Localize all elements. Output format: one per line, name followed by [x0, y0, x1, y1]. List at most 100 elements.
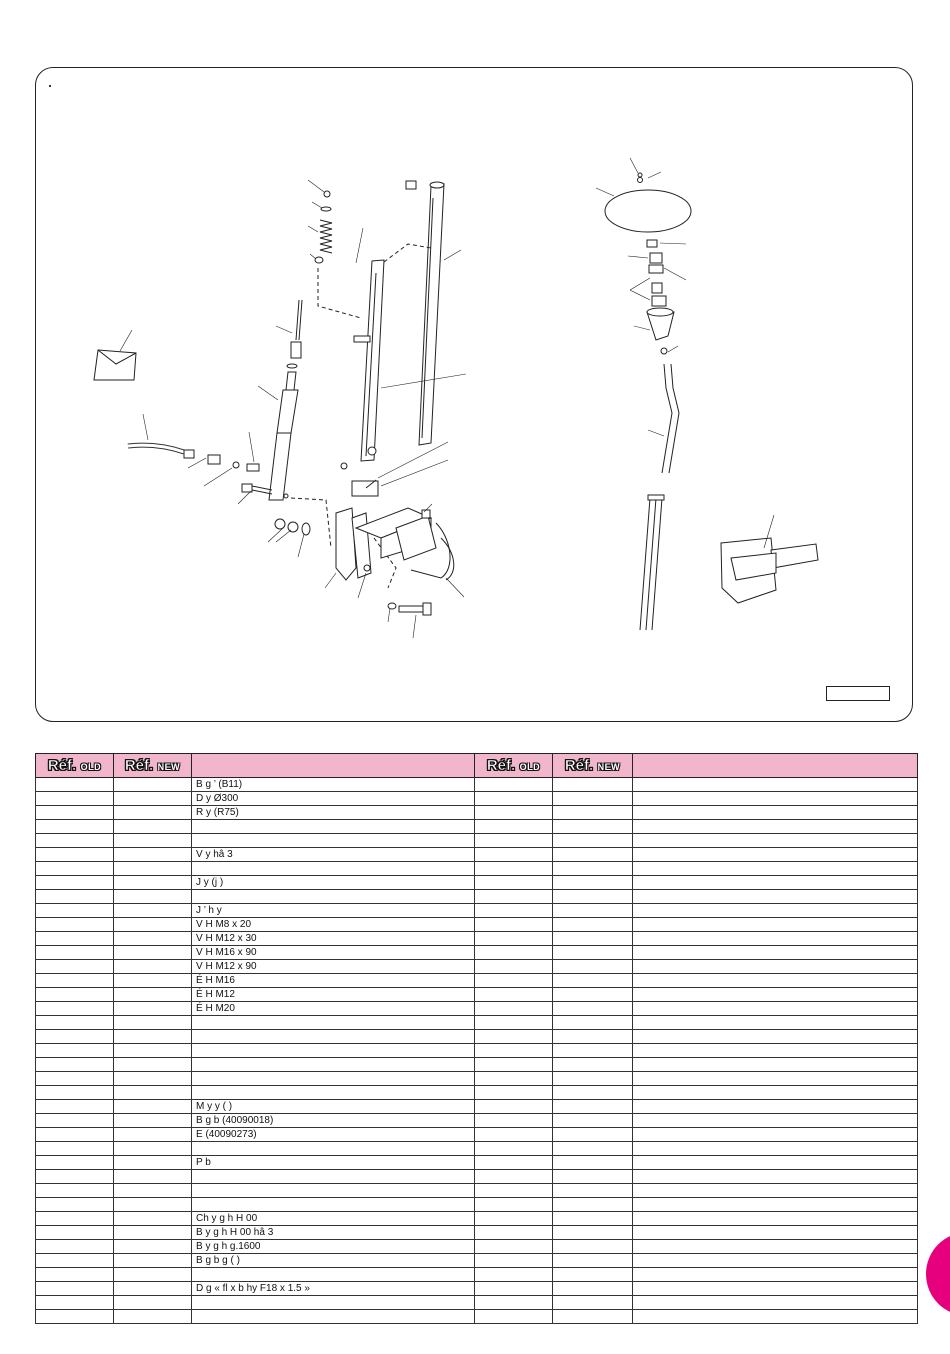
- table-row: M y y ( ): [35, 1099, 918, 1114]
- table-row: B g b (40090018): [35, 1113, 918, 1128]
- table-cell: [552, 1029, 633, 1044]
- table-row: P b: [35, 1155, 918, 1170]
- table-cell: [35, 1267, 114, 1282]
- table-row: R y (R75): [35, 805, 918, 820]
- table-cell: [35, 1029, 114, 1044]
- table-cell: [552, 1127, 633, 1142]
- table-row: [35, 1295, 918, 1310]
- table-cell: [552, 875, 633, 890]
- part-description: [191, 1309, 475, 1324]
- part-description: D g « fl x b hy F18 x 1.5 »: [191, 1281, 475, 1296]
- table-cell: [474, 973, 553, 988]
- table-cell: [552, 805, 633, 820]
- table-cell: [632, 1029, 918, 1044]
- part-description: B g b (40090018): [191, 1113, 475, 1128]
- table-cell: [474, 1267, 553, 1282]
- table-cell: [113, 1113, 192, 1128]
- table-cell: [474, 1001, 553, 1016]
- table-cell: [35, 1071, 114, 1086]
- table-cell: [113, 1071, 192, 1086]
- table-cell: [113, 973, 192, 988]
- table-cell: [552, 1267, 633, 1282]
- table-cell: [552, 1253, 633, 1268]
- table-row: É H M20: [35, 1001, 918, 1016]
- table-cell: [474, 805, 553, 820]
- table-cell: [113, 1043, 192, 1058]
- table-cell: [474, 791, 553, 806]
- table-cell: [632, 889, 918, 904]
- table-row: D g « fl x b hy F18 x 1.5 »: [35, 1281, 918, 1296]
- table-cell: [474, 777, 553, 792]
- table-cell: [35, 805, 114, 820]
- table-cell: [632, 777, 918, 792]
- table-cell: [35, 777, 114, 792]
- table-cell: [474, 931, 553, 946]
- part-description: B g ’ (B11): [191, 777, 475, 792]
- part-description: B y g h g.1600: [191, 1239, 475, 1254]
- table-cell: [552, 945, 633, 960]
- table-row: J y (j ): [35, 875, 918, 890]
- part-description: V H M16 x 90: [191, 945, 475, 960]
- part-description: J y (j ): [191, 875, 475, 890]
- table-cell: [552, 1057, 633, 1072]
- table-cell: [474, 1169, 553, 1184]
- table-cell: [632, 1309, 918, 1324]
- table-cell: [113, 987, 192, 1002]
- table-cell: [552, 833, 633, 848]
- table-cell: [552, 917, 633, 932]
- part-description: É H M20: [191, 1001, 475, 1016]
- table-cell: [632, 1141, 918, 1156]
- table-row: B y g h H 00 hâ 3: [35, 1225, 918, 1240]
- table-cell: [474, 819, 553, 834]
- col-description-right: [632, 753, 918, 778]
- table-cell: [632, 1113, 918, 1128]
- table-cell: [35, 1211, 114, 1226]
- part-description: [191, 1197, 475, 1212]
- table-cell: [552, 1309, 633, 1324]
- table-cell: [113, 917, 192, 932]
- part-description: V y hâ 3: [191, 847, 475, 862]
- table-cell: [35, 1183, 114, 1198]
- part-description: M y y ( ): [191, 1099, 475, 1114]
- table-row: [35, 1141, 918, 1156]
- table-cell: [113, 805, 192, 820]
- table-cell: [35, 847, 114, 862]
- table-cell: [113, 889, 192, 904]
- part-description: [191, 1015, 475, 1030]
- part-description: [191, 861, 475, 876]
- table-cell: [35, 1127, 114, 1142]
- table-cell: [35, 917, 114, 932]
- table-cell: [552, 1099, 633, 1114]
- table-cell: [35, 1295, 114, 1310]
- table-row: [35, 1057, 918, 1072]
- table-cell: [552, 931, 633, 946]
- table-cell: [35, 819, 114, 834]
- table-cell: [552, 1211, 633, 1226]
- col-ref-new-right: Réf. NEW: [552, 753, 633, 778]
- table-cell: [474, 1197, 553, 1212]
- table-cell: [35, 791, 114, 806]
- table-cell: [552, 1113, 633, 1128]
- table-cell: [35, 903, 114, 918]
- table-cell: [632, 1057, 918, 1072]
- col-description-left: [191, 753, 475, 778]
- table-cell: [632, 1197, 918, 1212]
- table-cell: [552, 1239, 633, 1254]
- table-cell: [632, 847, 918, 862]
- col-ref-new-left: Réf. NEW: [113, 753, 192, 778]
- exploded-view-drawing: [48, 84, 819, 639]
- part-description: [191, 1169, 475, 1184]
- table-cell: [632, 1169, 918, 1184]
- table-row: [35, 819, 918, 834]
- table-cell: [35, 833, 114, 848]
- table-cell: [552, 1169, 633, 1184]
- table-cell: [474, 1295, 553, 1310]
- table-cell: [474, 1099, 553, 1114]
- table-row: [35, 1085, 918, 1100]
- table-cell: [113, 777, 192, 792]
- table-cell: [632, 903, 918, 918]
- table-row: [35, 1015, 918, 1030]
- table-cell: [552, 861, 633, 876]
- table-cell: [35, 1085, 114, 1100]
- table-cell: [113, 931, 192, 946]
